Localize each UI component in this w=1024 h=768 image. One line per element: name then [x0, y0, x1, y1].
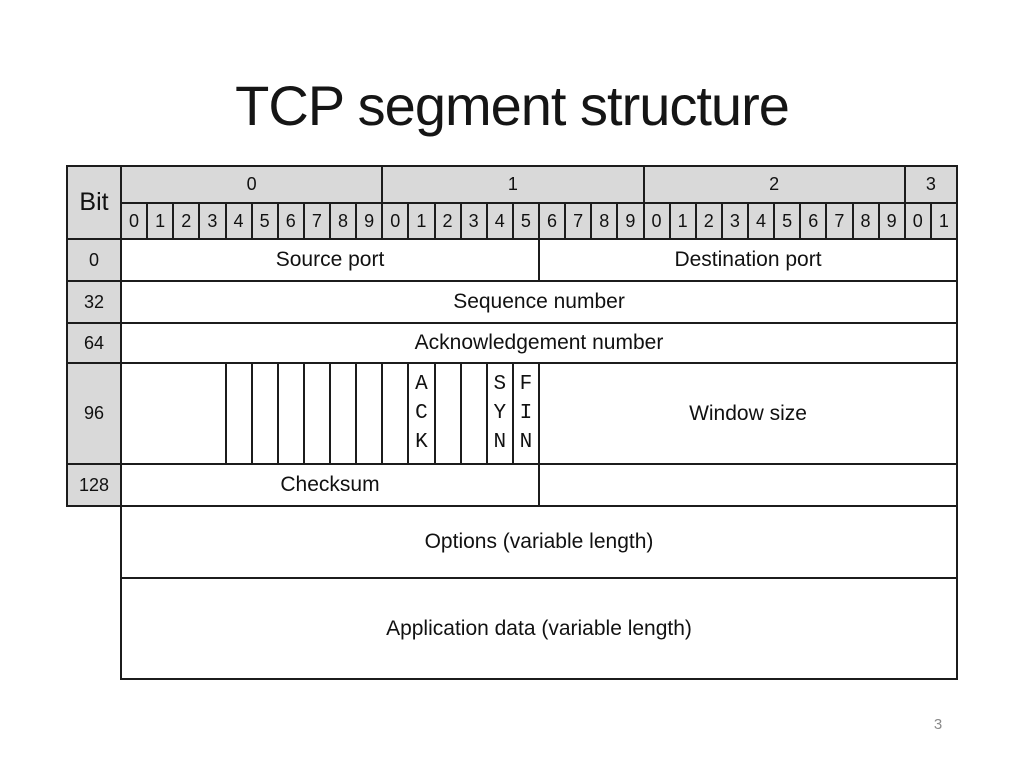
- row-label-0: 0: [66, 238, 122, 282]
- bit-digit-cell: 6: [799, 202, 828, 240]
- bit-digit-cell: 1: [929, 202, 959, 240]
- field-source-port: Source port: [120, 238, 540, 282]
- row-word-32: 32 Sequence number: [66, 280, 958, 324]
- flag-bit-cell: S Y N: [485, 362, 514, 465]
- bit-digit-cell: 2: [172, 202, 201, 240]
- bit-digit-cell: 0: [903, 202, 932, 240]
- bit-digit-cell: 6: [276, 202, 305, 240]
- field-checksum: Checksum: [120, 463, 540, 507]
- bit-digit-cell: 9: [877, 202, 906, 240]
- row-word-64: 64 Acknowledgement number: [66, 322, 958, 364]
- bit-digit-cell: 3: [459, 202, 488, 240]
- row-label-spacer: [67, 506, 121, 578]
- byte-group-0: 0: [119, 165, 384, 204]
- flag-bit-cell: [328, 362, 358, 465]
- bit-digit-cell: 7: [564, 202, 593, 240]
- flag-bit-cell: [459, 362, 488, 465]
- byte-group-header-row: Bit 0 1 2 3: [66, 165, 959, 240]
- bit-digit-cell: 6: [537, 202, 567, 240]
- row-word-0: 0 Source port Destination port: [66, 238, 958, 282]
- field-destination-port: Destination port: [538, 238, 958, 282]
- bit-digit-cell: 7: [825, 202, 854, 240]
- row-application-data: Application data (variable length): [67, 577, 958, 680]
- bit-digit-cell: 4: [224, 202, 253, 240]
- flag-bit-cell: [250, 362, 279, 465]
- slide-title: TCP segment structure: [235, 74, 790, 137]
- field-options: Options (variable length): [120, 505, 958, 579]
- row-options: Options (variable length): [67, 505, 958, 579]
- bit-corner-label: Bit: [66, 165, 122, 240]
- field-application-data: Application data (variable length): [120, 577, 958, 680]
- flag-bit-cell: F I N: [511, 362, 541, 465]
- field-after-checksum-empty: [538, 463, 958, 507]
- row-label-32: 32: [66, 280, 122, 324]
- flag-bit-cell: A C K: [407, 362, 436, 465]
- bit-digit-cell: 2: [433, 202, 462, 240]
- bit-digit-cell: 9: [355, 202, 384, 240]
- flag-bit-cell: [355, 362, 384, 465]
- byte-group-2: 2: [642, 165, 906, 204]
- row-label-128: 128: [66, 463, 122, 507]
- field-acknowledgement-number: Acknowledgement number: [120, 322, 958, 364]
- bit-digit-cell: 0: [642, 202, 671, 240]
- bit-digit-cell: 4: [485, 202, 514, 240]
- bit-digit-cell: 8: [851, 202, 880, 240]
- bit-digit-cell: 1: [407, 202, 436, 240]
- byte-group-3: 3: [903, 165, 959, 204]
- bit-digit-cell: 8: [328, 202, 358, 240]
- field-window-size: Window size: [538, 362, 958, 465]
- row-label-spacer: [67, 578, 121, 679]
- flag-bit-cell: [433, 362, 462, 465]
- bit-digit-cell: 0: [381, 202, 410, 240]
- row-word-128: 128 Checksum: [66, 463, 958, 507]
- bit-digit-cell: 1: [146, 202, 175, 240]
- flag-bit-cell: [276, 362, 305, 465]
- bit-digit-cell: 0: [119, 202, 149, 240]
- bit-digit-cell: 3: [720, 202, 750, 240]
- page-number: 3: [933, 716, 943, 733]
- flag-bit-cell: [381, 362, 410, 465]
- bit-digit-cell: 9: [616, 202, 645, 240]
- bit-digit-cell: 3: [198, 202, 227, 240]
- bit-digit-cell: 5: [250, 202, 279, 240]
- row-label-96: 96: [66, 362, 122, 465]
- bit-digit-cell: 4: [746, 202, 776, 240]
- field-sequence-number: Sequence number: [120, 280, 958, 324]
- flag-bit-cell: [302, 362, 332, 465]
- bit-digit-cell: 5: [511, 202, 541, 240]
- field-data-offset-empty: [120, 362, 227, 465]
- bit-digit-cell: 8: [590, 202, 619, 240]
- byte-group-1: 1: [381, 165, 645, 204]
- row-label-64: 64: [66, 322, 122, 364]
- flag-bit-cell: [224, 362, 253, 465]
- bit-digit-cell: 1: [668, 202, 697, 240]
- bit-digit-cell: 5: [773, 202, 802, 240]
- bit-digit-cell: 7: [302, 202, 332, 240]
- bit-digit-cell: 2: [694, 202, 723, 240]
